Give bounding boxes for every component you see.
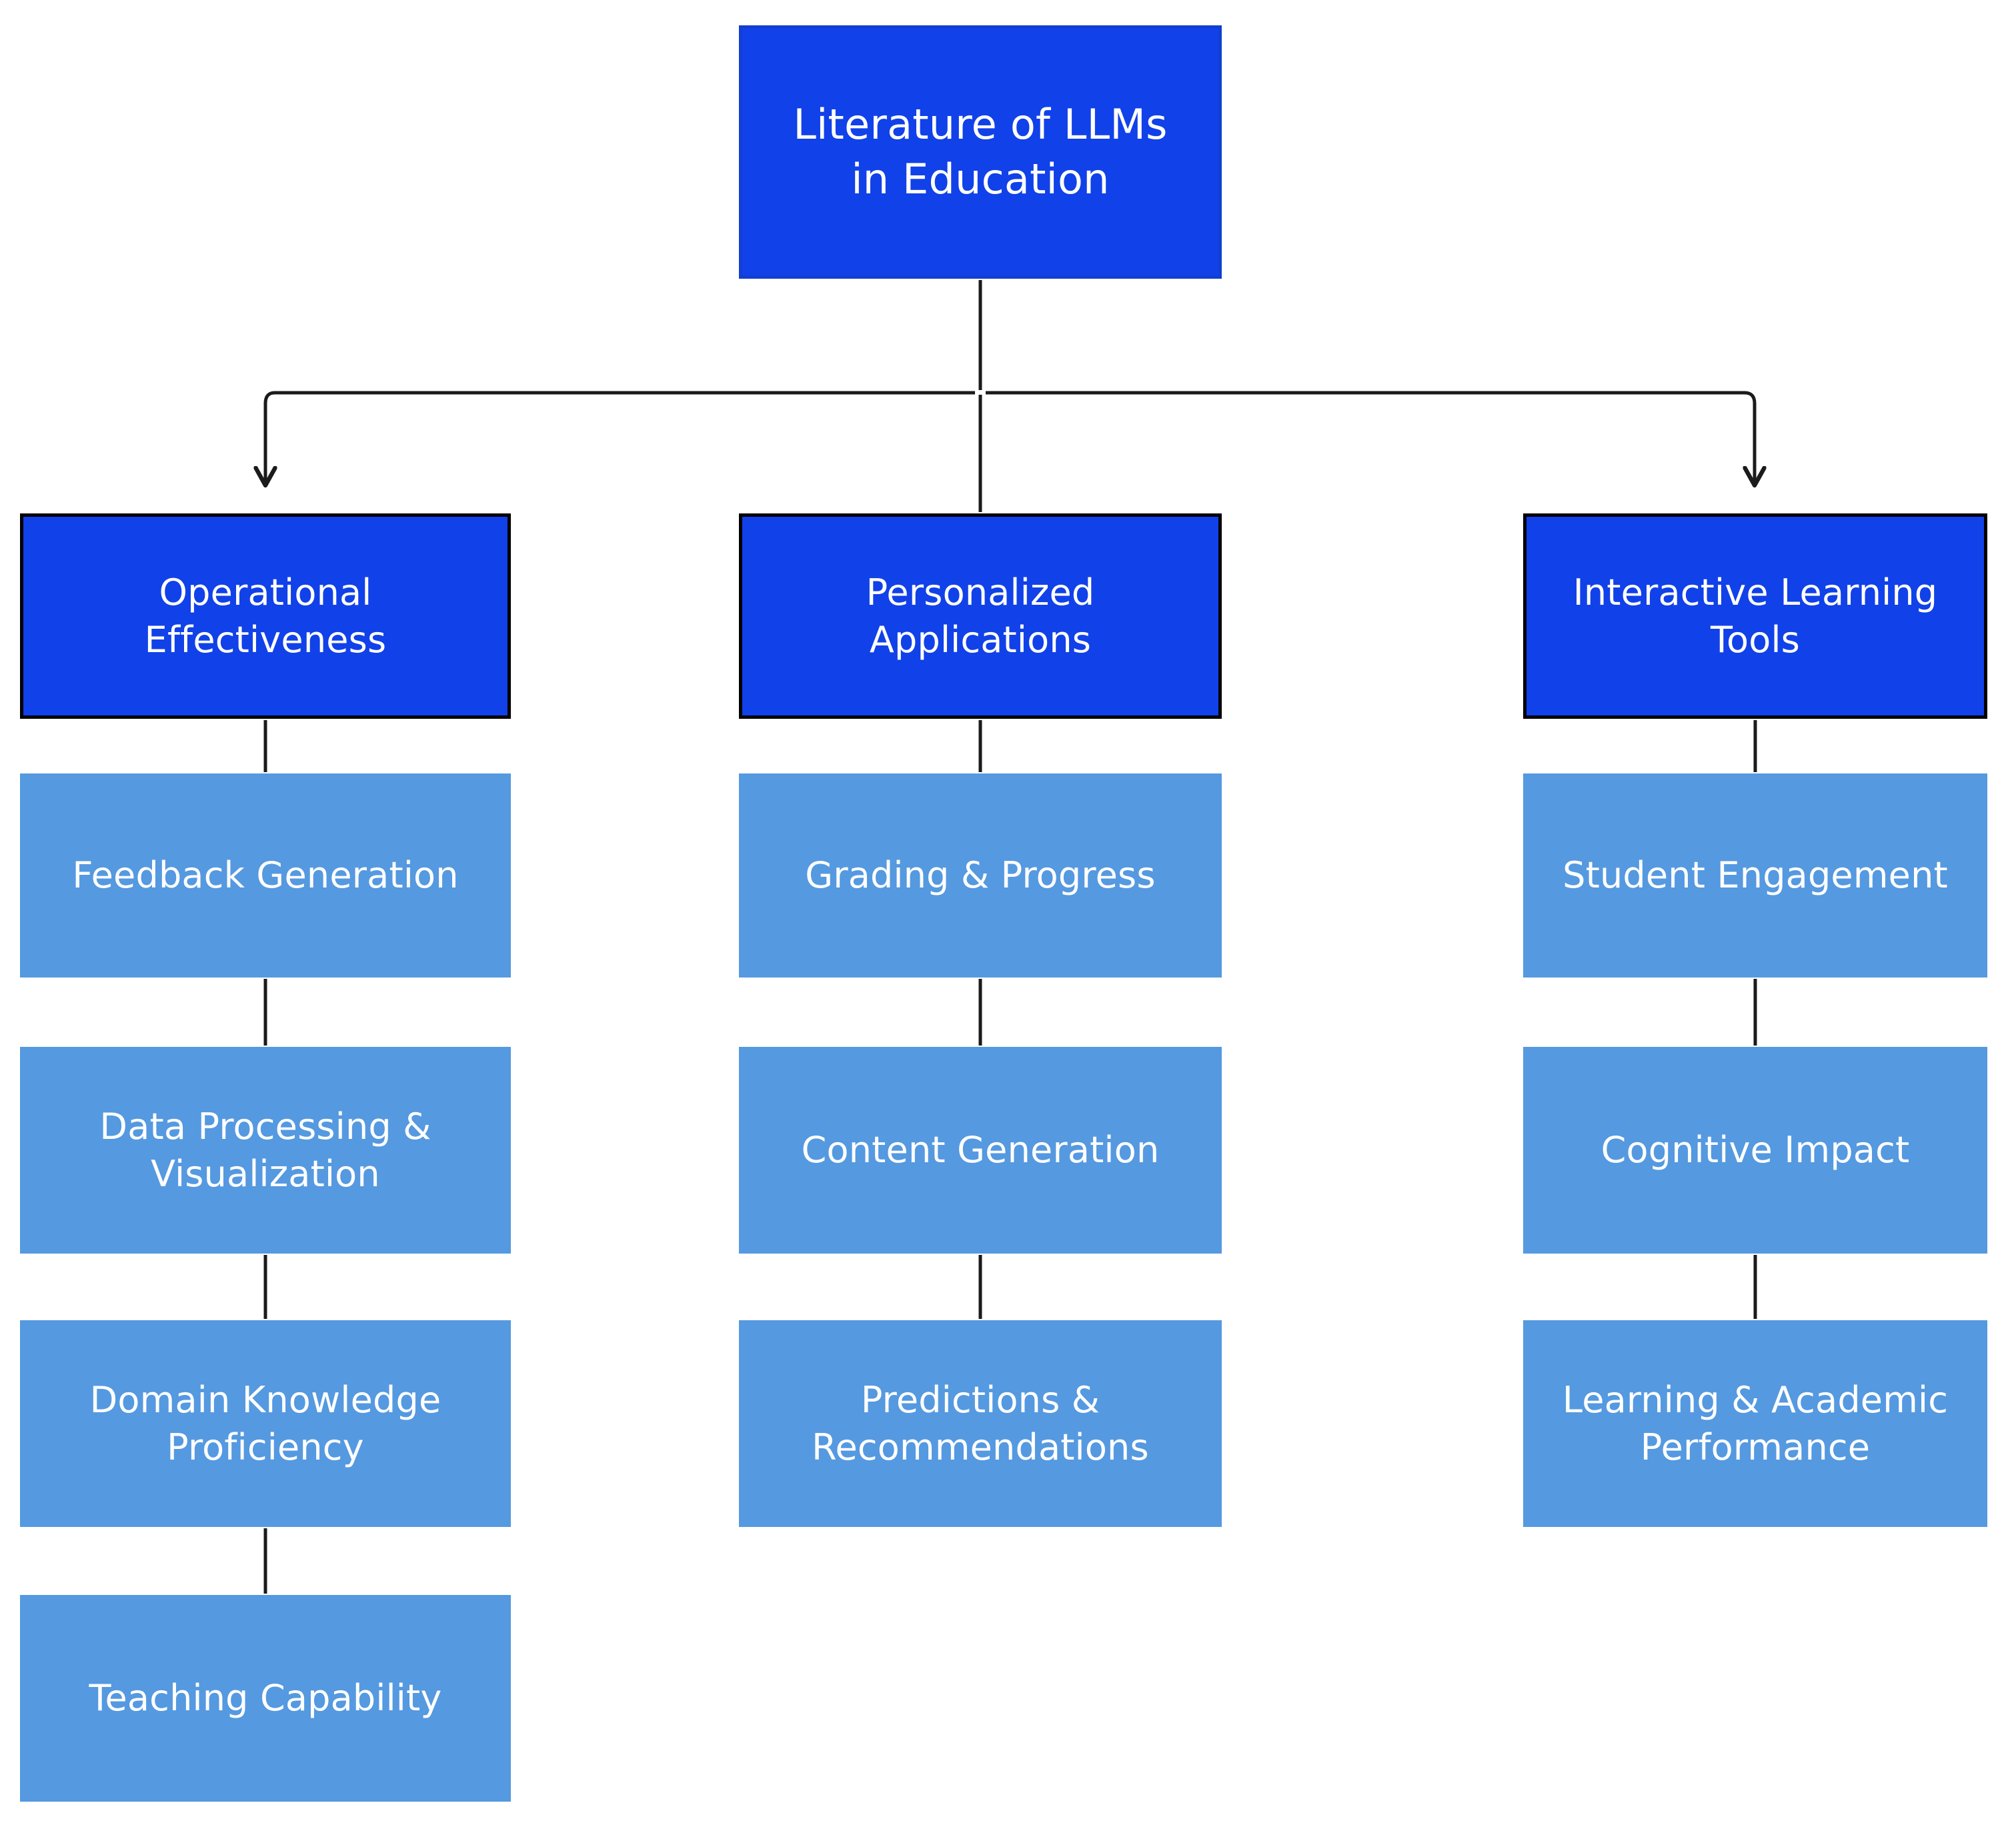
node-interactive-learning-tools[interactable]: Interactive Learning Tools [1523, 513, 1987, 719]
node-personalized-applications[interactable]: Personalized Applications [739, 513, 1222, 719]
edge-root-to-interactive [986, 391, 1755, 483]
node-operational-effectiveness[interactable]: Operational Effectiveness [20, 513, 511, 719]
node-cognitive-impact[interactable]: Cognitive Impact [1523, 1047, 1987, 1254]
node-grading-progress[interactable]: Grading & Progress [739, 773, 1222, 978]
node-predictions-recommendations[interactable]: Predictions & Recommendations [739, 1320, 1222, 1527]
node-domain-knowledge-proficiency[interactable]: Domain Knowledge Proficiency [20, 1320, 511, 1527]
node-content-generation[interactable]: Content Generation [739, 1047, 1222, 1254]
node-data-processing-visualization[interactable]: Data Processing & Visualization [20, 1047, 511, 1254]
node-learning-academic-performance[interactable]: Learning & Academic Performance [1523, 1320, 1987, 1527]
node-feedback-generation[interactable]: Feedback Generation [20, 773, 511, 978]
node-student-engagement[interactable]: Student Engagement [1523, 773, 1987, 978]
node-teaching-capability[interactable]: Teaching Capability [20, 1595, 511, 1802]
edge-root-to-operational [265, 391, 975, 483]
node-root[interactable]: Literature of LLMs in Education [739, 25, 1222, 279]
